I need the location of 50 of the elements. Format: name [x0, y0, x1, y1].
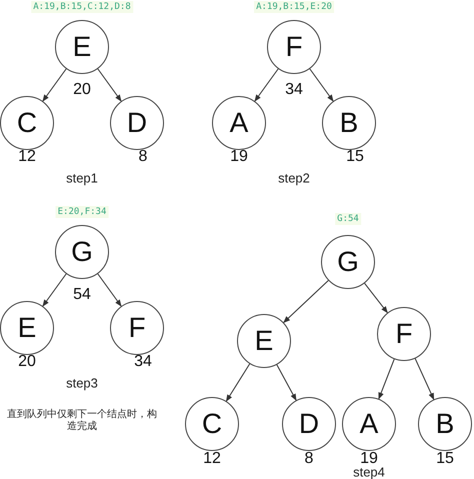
- arrow: [283, 280, 329, 323]
- step-label: step4: [353, 464, 385, 479]
- weight-number: 34: [285, 81, 303, 99]
- arrow: [309, 68, 334, 102]
- arrow: [226, 363, 250, 402]
- node-letter: F: [395, 319, 413, 349]
- node-letter: B: [340, 108, 358, 138]
- node-letter: D: [126, 108, 148, 138]
- weight-number: 34: [134, 353, 152, 371]
- node-letter: B: [436, 409, 454, 439]
- weight-number: 8: [138, 148, 148, 166]
- node-letter: C: [202, 409, 222, 439]
- arrow: [97, 68, 122, 102]
- step-label: step3: [66, 376, 98, 390]
- arrow: [414, 358, 434, 400]
- arrow: [254, 68, 279, 102]
- step-label: step2: [278, 170, 310, 186]
- weight-number: 8: [304, 450, 314, 468]
- note-text: 直到队列中仅剩下一个结点时，构造完成: [7, 409, 157, 433]
- weight-number: 15: [346, 148, 364, 166]
- weight-number: 12: [18, 148, 36, 166]
- node-letter: E: [254, 326, 274, 356]
- node-letter: A: [230, 108, 248, 138]
- arrow: [378, 358, 395, 400]
- arrow: [42, 68, 67, 102]
- arrow: [42, 273, 67, 307]
- arrow: [97, 273, 122, 307]
- node-letter: E: [18, 313, 36, 343]
- weight-number: 15: [436, 450, 454, 468]
- node-letter: C: [16, 108, 38, 138]
- weight-number: 19: [230, 148, 248, 166]
- node-letter: D: [298, 409, 320, 439]
- weight-number: 54: [73, 286, 91, 304]
- step-label: step1: [66, 170, 98, 186]
- weight-number: 20: [73, 81, 91, 99]
- node-letter: F: [128, 313, 146, 343]
- node-letter: G: [337, 247, 359, 277]
- queue-state-label: A:19,B:15,E:20: [254, 1, 334, 13]
- node-letter: G: [71, 237, 93, 267]
- weight-number: 19: [360, 450, 378, 468]
- weight-number: 20: [18, 353, 36, 371]
- weight-number: 12: [203, 450, 221, 468]
- queue-state-label: G:54: [335, 213, 361, 225]
- arrow: [364, 282, 388, 314]
- queue-state-label: E:20,F:34: [56, 206, 108, 218]
- node-letter: F: [285, 32, 303, 62]
- node-letter: E: [72, 32, 92, 62]
- queue-state-label: A:19,B:15,C:12,D:8: [31, 1, 133, 13]
- arrow: [276, 364, 297, 401]
- node-letter: A: [360, 409, 378, 439]
